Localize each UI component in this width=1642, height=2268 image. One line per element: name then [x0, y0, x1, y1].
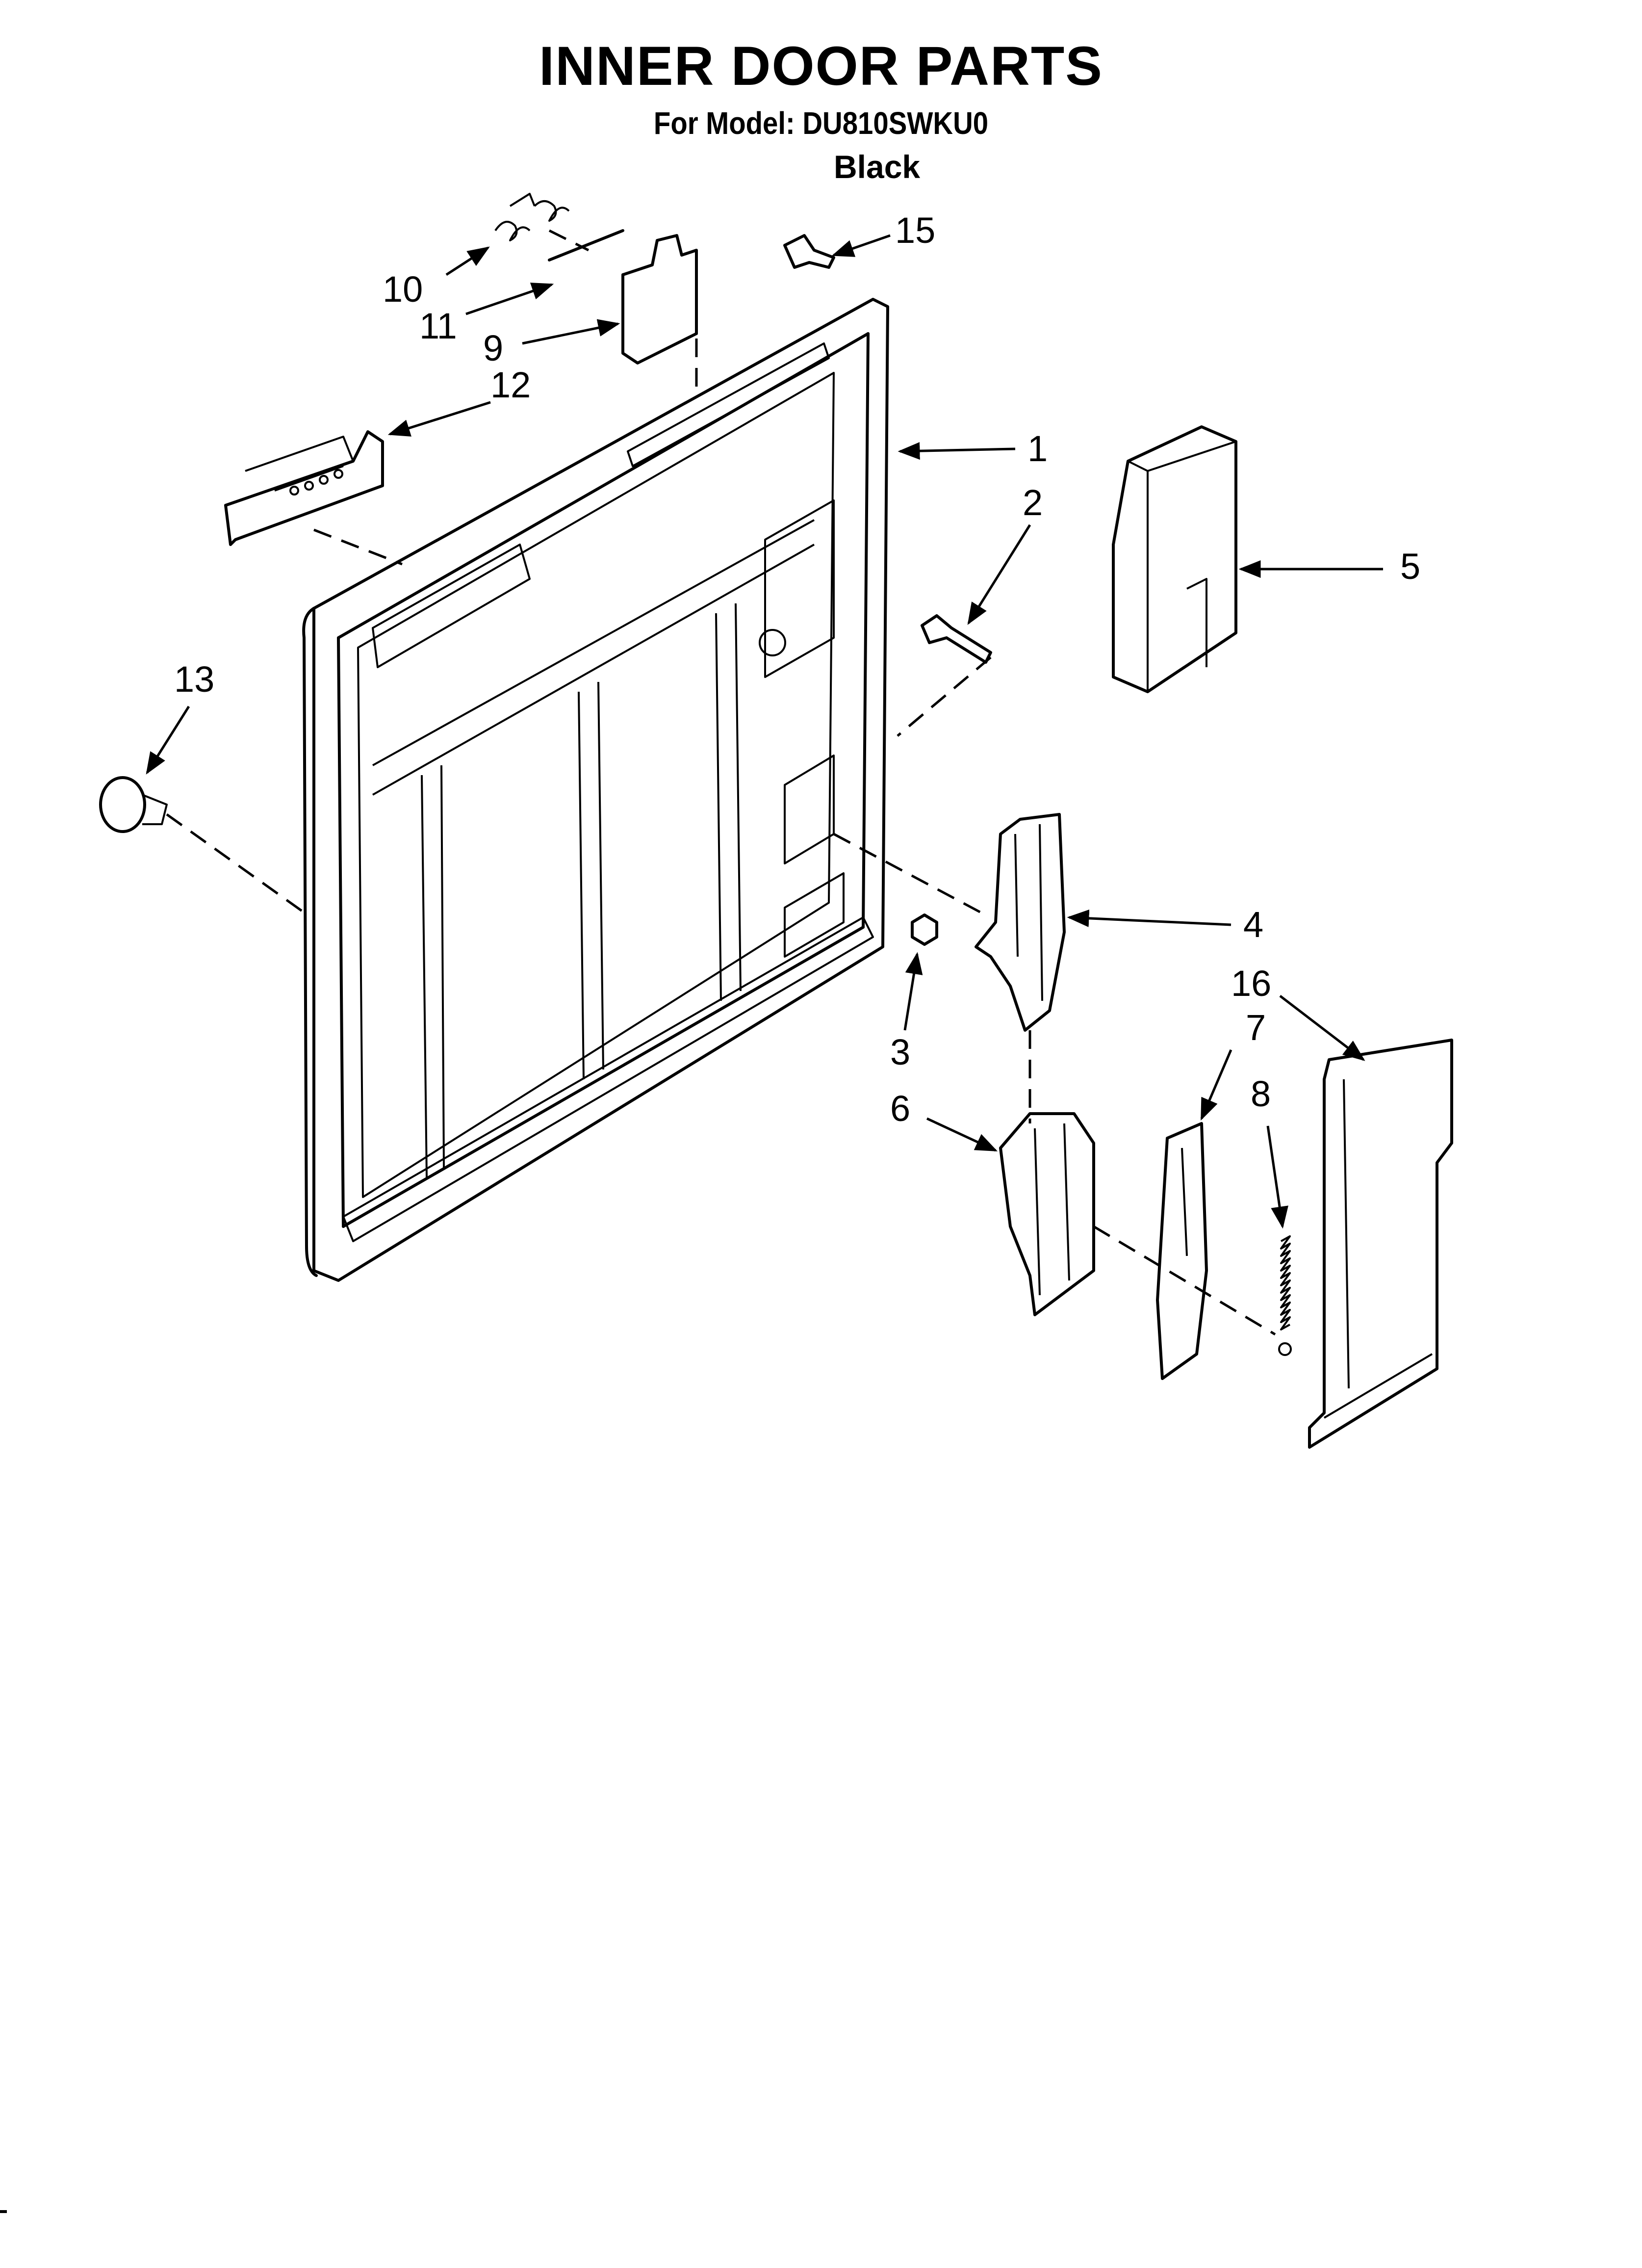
callout-12: 12 [387, 365, 531, 437]
part-2-latch-rod [921, 614, 992, 664]
callout-8-label: 8 [1251, 1073, 1271, 1114]
part-3-nut [911, 913, 938, 946]
callout-4: 4 [1067, 904, 1263, 945]
callout-6-label: 6 [890, 1088, 910, 1129]
part-8-spring [1278, 1235, 1292, 1356]
part-16-side-panel [1308, 1039, 1453, 1449]
callout-3: 3 [890, 952, 923, 1072]
callout-5: 5 [1238, 546, 1420, 587]
callout-16: 16 [1231, 963, 1365, 1061]
page-title: INNER DOOR PARTS [539, 35, 1103, 97]
part-4-latch [975, 813, 1066, 1032]
callout-11: 11 [419, 283, 554, 346]
callout-2-label: 2 [1023, 482, 1043, 523]
callout-1-label: 1 [1027, 428, 1048, 469]
callout-9: 9 [483, 319, 620, 368]
assembly-line-6-7 [1093, 1225, 1276, 1336]
page-edge-mark [0, 2210, 7, 2213]
callout-7-label: 7 [1246, 1007, 1266, 1048]
part-15-screw [783, 234, 835, 269]
callout-7: 7 [1200, 1007, 1266, 1121]
color-variant: Black [834, 149, 921, 185]
assembly-line-10 [548, 229, 590, 252]
callout-13-label: 13 [174, 659, 214, 700]
inner-door-panel [302, 298, 889, 1282]
assembly-line-13 [166, 813, 305, 914]
callout-4-label: 4 [1243, 904, 1263, 945]
part-10-spring [494, 193, 570, 241]
callout-13: 13 [146, 659, 214, 775]
callout-9-label: 9 [483, 328, 503, 368]
assembly-line-2 [897, 656, 992, 737]
part-12-handle [224, 430, 384, 546]
part-7-slide-bracket [1156, 1122, 1208, 1380]
callout-15-label: 15 [895, 210, 935, 251]
callout-12-label: 12 [490, 365, 531, 405]
part-13-knob [99, 776, 168, 833]
part-5-dispenser-housing [1112, 425, 1237, 693]
part-6-latch-base [999, 1112, 1095, 1316]
callout-2: 2 [967, 482, 1043, 625]
callout-5-label: 5 [1400, 546, 1420, 587]
callout-10: 10 [383, 246, 490, 310]
callout-11-label: 11 [419, 306, 457, 346]
callout-1: 1 [898, 428, 1048, 469]
callout-16-label: 16 [1231, 963, 1271, 1004]
callout-10-label: 10 [383, 269, 423, 310]
model-line: For Model: DU810SWKU0 [653, 105, 989, 141]
callout-6: 6 [890, 1088, 998, 1152]
callout-3-label: 3 [890, 1032, 910, 1072]
assembly-line-12 [313, 528, 403, 566]
part-11-rod [548, 229, 624, 261]
part-9-cover [621, 234, 698, 365]
callout-15: 15 [831, 210, 935, 257]
callout-8: 8 [1251, 1073, 1288, 1229]
